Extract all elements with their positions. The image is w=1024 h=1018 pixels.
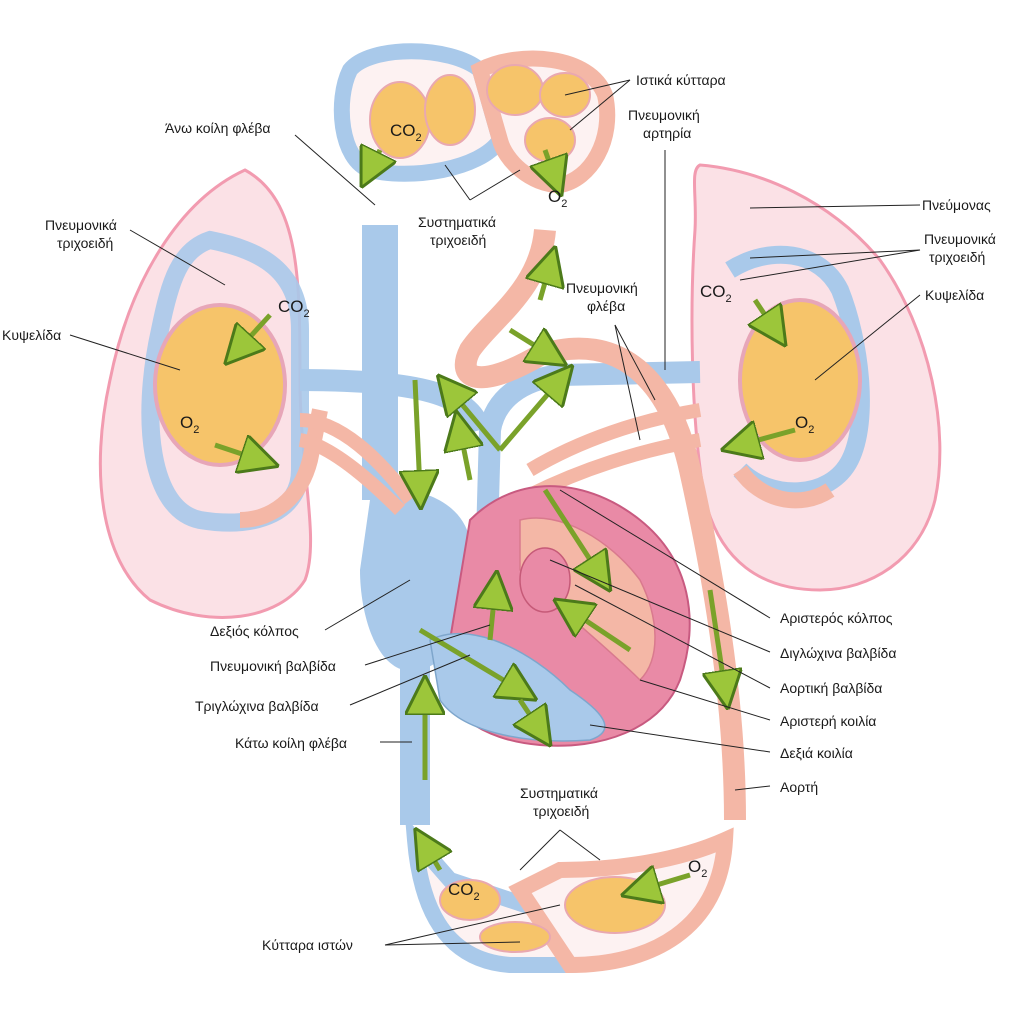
label-pulmonary-capillaries-right-1: Πνευμονικά <box>924 231 996 247</box>
label-pulmonary-vein-2: φλέβα <box>587 298 625 314</box>
left-alveolus <box>153 303 287 467</box>
label-pulmonary-capillaries-right-2: τριχοειδή <box>929 249 985 265</box>
label-pulmonary-capillaries-left-1: Πνευμονικά <box>45 217 117 233</box>
right-lung <box>690 163 942 592</box>
left-lung <box>98 168 328 619</box>
right-atrium <box>360 490 473 672</box>
label-systemic-capillaries-bottom-2: τριχοειδή <box>533 803 589 819</box>
left-atrium <box>519 547 571 613</box>
label-systemic-capillaries-top-1: Συστηματικά <box>418 214 496 230</box>
label-left-ventricle: Αριστερή κοιλία <box>780 713 876 729</box>
label-muscle-cells: Ιστικά κύτταρα <box>636 72 726 88</box>
label-pulmonary-vein-1: Πνευμονική <box>566 280 638 296</box>
co2-top-label: CO2 <box>390 121 422 144</box>
label-pulmonary-artery-1: Πνευμονική <box>628 107 700 123</box>
heart <box>429 485 691 747</box>
label-left-atrium: Αριστερός κόλπος <box>780 610 893 626</box>
bottom-capillary-bed <box>405 816 734 974</box>
right-alveolus <box>738 298 862 462</box>
label-lung: Πνεύμονας <box>922 197 991 213</box>
co2-bottom-label: CO2 <box>448 880 480 903</box>
co2-right-label: CO2 <box>700 282 732 305</box>
label-aorta: Αορτή <box>780 779 818 795</box>
labels: Ιστικά κύτταρα Πνευμονική αρτηρία Άνω κο… <box>2 72 996 953</box>
label-alveolus-right: Κυψελίδα <box>925 287 984 303</box>
aorta-vessel <box>454 228 746 821</box>
o2-right-label: O2 <box>795 413 814 436</box>
label-inferior-vena-cava: Κάτω κοίλη φλέβα <box>235 735 347 751</box>
label-right-ventricle: Δεξιά κοιλία <box>780 745 853 761</box>
label-tissue-cells: Κύτταρα ιστών <box>262 937 353 953</box>
label-superior-vena-cava: Άνω κοίλη φλέβα <box>165 120 271 136</box>
label-mitral-valve: Διγλώχινα βαλβίδα <box>780 645 896 661</box>
label-systemic-capillaries-top-2: τριχοειδή <box>430 232 486 248</box>
label-pulmonary-capillaries-left-2: τριχοειδή <box>57 235 113 251</box>
o2-left-label: O2 <box>180 413 199 436</box>
label-systemic-capillaries-bottom-1: Συστηματικά <box>520 785 598 801</box>
o2-bottom-label: O2 <box>688 857 707 880</box>
flow-arrows <box>214 150 796 890</box>
label-aortic-valve: Αορτική βαλβίδα <box>780 680 882 696</box>
leader-lines <box>69 79 921 946</box>
o2-top-label: O2 <box>548 187 567 210</box>
label-tricuspid-valve: Τριγλώχινα βαλβίδα <box>195 698 319 714</box>
label-alveolus-left: Κυψελίδα <box>2 327 61 343</box>
top-capillary-bed <box>333 43 616 194</box>
co2-left-label: CO2 <box>278 297 310 320</box>
label-pulmonary-valve: Πνευμονική βαλβίδα <box>210 658 336 674</box>
label-right-atrium: Δεξιός κόλπος <box>210 623 299 639</box>
gas-labels: CO2 O2 CO2 O2 CO2 O2 CO2 O2 <box>180 121 814 903</box>
label-pulmonary-artery-2: αρτηρία <box>643 125 691 141</box>
